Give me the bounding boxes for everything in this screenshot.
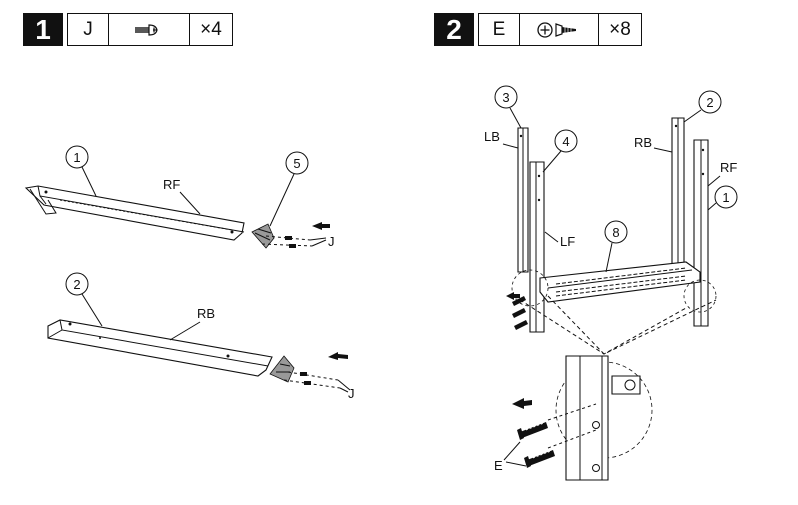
- left-back-label: LB: [484, 129, 500, 144]
- svg-text:5: 5: [293, 156, 300, 171]
- front-rail-part: [24, 185, 245, 241]
- screws-j-front: [261, 235, 327, 248]
- step-number: 2: [434, 13, 474, 46]
- hardware-letter: E: [478, 13, 520, 46]
- step-2-header: 2 E ×8: [434, 13, 642, 46]
- hardware-j-label-front: J: [328, 234, 335, 249]
- left-back-leg-part: [517, 127, 529, 273]
- corner-bracket-back-part: [269, 355, 295, 383]
- front-rail-label: RF: [163, 177, 180, 192]
- right-front-leg-part: [693, 139, 709, 327]
- corner-bracket-part: [251, 223, 275, 249]
- right-back-leg-part: [671, 117, 685, 281]
- screws-j-back: [283, 371, 351, 393]
- hardware-quantity: ×4: [190, 13, 233, 46]
- back-rail-label: RB: [197, 306, 215, 321]
- svg-text:1: 1: [73, 150, 80, 165]
- right-front-label: RF: [720, 160, 737, 175]
- callout-1b: 1: [707, 185, 738, 211]
- svg-text:2: 2: [73, 277, 80, 292]
- svg-text:3: 3: [502, 90, 509, 105]
- screws-e-small: [506, 292, 528, 330]
- hardware-quantity: ×8: [599, 13, 642, 46]
- pan-head-screw-icon: [109, 13, 190, 46]
- callout-3: 3: [494, 85, 522, 129]
- right-back-label: RB: [634, 135, 652, 150]
- shelf-part: [539, 261, 701, 303]
- svg-text:2: 2: [706, 95, 713, 110]
- back-rail-part: [47, 319, 273, 377]
- hardware-j-label-back: J: [348, 386, 355, 401]
- step-number: 1: [23, 13, 63, 46]
- detail-view: [547, 355, 653, 481]
- screws-e-detail: [517, 422, 555, 468]
- insert-arrow-icon: [328, 352, 348, 360]
- left-front-label: LF: [560, 234, 575, 249]
- phillips-screw-icon: [520, 13, 599, 46]
- callout-8: 8: [604, 220, 628, 273]
- insert-arrow-icon: [312, 222, 330, 230]
- callout-5: 5: [269, 151, 309, 227]
- insert-arrow-icon: [512, 398, 532, 409]
- left-front-leg-part: [529, 161, 545, 333]
- callout-1: 1: [65, 145, 97, 197]
- callout-4: 4: [542, 129, 578, 173]
- callout-2: 2: [65, 272, 103, 327]
- svg-text:1: 1: [722, 190, 729, 205]
- svg-text:4: 4: [562, 134, 569, 149]
- step-1-header: 1 J ×4: [23, 13, 233, 46]
- hardware-e-label: E: [494, 458, 503, 473]
- svg-text:8: 8: [612, 225, 619, 240]
- hardware-letter: J: [67, 13, 109, 46]
- callout-2b: 2: [683, 90, 722, 123]
